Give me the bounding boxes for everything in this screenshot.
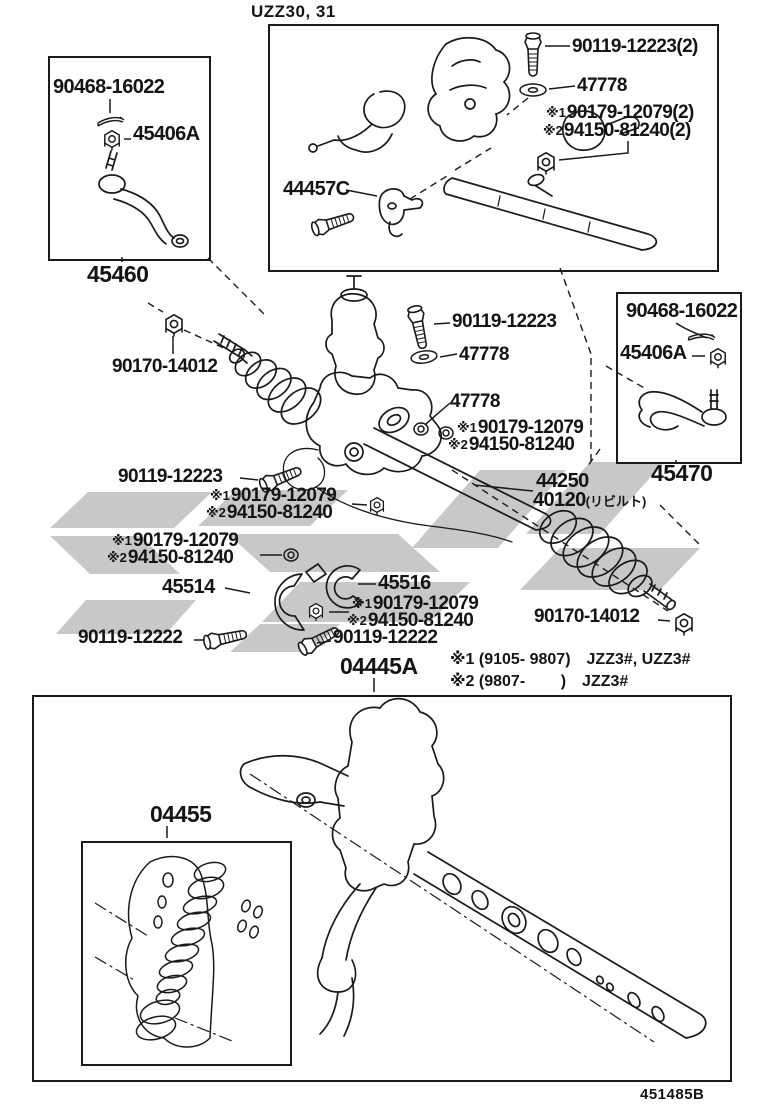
valve-kit-art xyxy=(125,855,264,1048)
part-label-45406a-right: 45406A xyxy=(620,342,687,364)
part-label-94150-81240-grommet: ※294150-81240 xyxy=(347,610,474,631)
center-axis-lines xyxy=(94,773,655,1043)
part-label-04455: 04455 xyxy=(150,801,212,827)
dashed-reference-lines xyxy=(147,97,701,612)
bolt-icon xyxy=(405,303,432,351)
applicability-note-1: ※1 (9105- 9807)JZZ3#, UZZ3# xyxy=(450,651,691,668)
part-label-90170-14012-right: 90170-14012 xyxy=(534,606,640,627)
part-label-90468-16022-right: 90468-16022 xyxy=(626,300,738,322)
part-label-40120-rebuilt: 40120(リビルト) xyxy=(533,489,647,511)
part-label-94150-81240-top: ※294150-81240(2) xyxy=(543,120,691,141)
part-label-94150-81240-left: ※294150-81240 xyxy=(206,502,333,523)
page-title: UZZ30, 31 xyxy=(251,2,336,21)
part-label-90119-12222-b: 90119-12222 xyxy=(333,627,438,648)
part-label-94150-81240-mid: ※294150-81240 xyxy=(448,434,575,455)
part-label-90179-12079-top: ※190179-12079(2) xyxy=(546,102,694,123)
part-label-90179-12079-mid: ※190179-12079 xyxy=(457,417,584,438)
leader-lines xyxy=(109,45,708,838)
figure-code: 451485B xyxy=(640,1086,705,1103)
part-label-45516: 45516 xyxy=(378,572,431,594)
part-label-47778-mid: 47778 xyxy=(459,344,509,365)
part-label-90119-12223-left: 90119-12223 xyxy=(118,466,223,487)
inset-box-subframe xyxy=(268,24,719,272)
locknut-icon xyxy=(165,313,183,338)
inset-box-valve-kit xyxy=(81,841,292,1066)
part-label-45470: 45470 xyxy=(651,460,713,486)
tie-rod-right-art xyxy=(638,389,727,431)
steering-rack-assembly xyxy=(213,275,677,631)
part-label-45514: 45514 xyxy=(162,576,215,598)
part-label-45460: 45460 xyxy=(87,261,149,287)
part-label-90119-12223-top: 90119-12223(2) xyxy=(572,36,698,57)
part-label-90179-12079-low: ※190179-12079 xyxy=(112,530,239,551)
part-label-44457c: 44457C xyxy=(283,178,350,200)
gear-housing-art xyxy=(239,697,707,1039)
subframe-sketch xyxy=(308,36,658,251)
applicability-note-2: ※2 (9807- )JZZ3# xyxy=(450,673,629,690)
part-label-90119-12223-mid: 90119-12223 xyxy=(452,311,557,332)
nut-icon xyxy=(369,497,385,516)
part-label-04445a: 04445A xyxy=(340,653,418,679)
inset-box-tie-rod-left xyxy=(48,56,211,261)
part-label-44250: 44250 xyxy=(536,470,589,492)
inset-box-gear-kit xyxy=(32,695,732,1082)
part-label-90468-16022-left: 90468-16022 xyxy=(53,76,165,98)
part-label-47778-top: 47778 xyxy=(577,75,627,96)
part-label-45406a-left: 45406A xyxy=(133,123,200,145)
part-label-47778-mid2: 47778 xyxy=(450,391,500,412)
locknut-icon xyxy=(675,612,693,637)
washer-icon xyxy=(409,348,439,366)
part-label-90119-12222-a: 90119-12222 xyxy=(78,627,183,648)
part-label-94150-81240-low: ※294150-81240 xyxy=(107,547,234,568)
tie-rod-left-art xyxy=(98,150,189,248)
inset-box-tie-rod-right xyxy=(616,292,742,464)
part-label-90170-14012-left: 90170-14012 xyxy=(112,356,218,377)
part-label-90179-12079-left: ※190179-12079 xyxy=(210,485,337,506)
part-label-90179-12079-grommet: ※190179-12079 xyxy=(352,593,479,614)
